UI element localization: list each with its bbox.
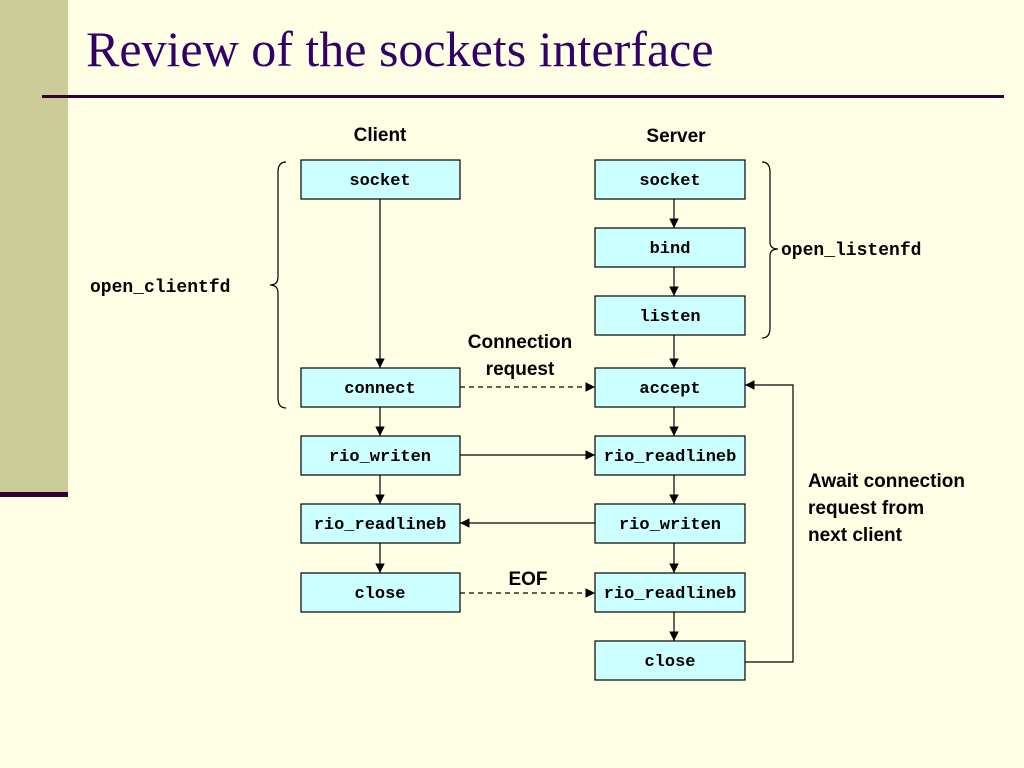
open-clientfd-label: open_clientfd	[90, 278, 230, 298]
server-accept-box: accept	[594, 367, 746, 408]
server-bind-box: bind	[594, 227, 746, 268]
client-rio-readlineb-box: rio_readlineb	[300, 503, 461, 544]
server-listen-box: listen	[594, 295, 746, 336]
server-rio-readlineb-label-2: rio_readlineb	[604, 585, 737, 604]
await-label-line2: request from	[808, 498, 924, 519]
server-rio-writen-box: rio_writen	[594, 503, 746, 544]
server-socket-box: socket	[594, 159, 746, 200]
server-rio-readlineb-box-1: rio_readlineb	[594, 435, 746, 476]
title-rule	[42, 95, 1004, 98]
side-bar-underline	[0, 492, 68, 497]
client-close-box: close	[300, 572, 461, 613]
await-label-line3: next client	[808, 525, 903, 546]
await-label-line1: Await connection	[808, 471, 965, 492]
open-listenfd-brace	[761, 161, 779, 339]
client-socket-box: socket	[300, 159, 461, 200]
server-socket-label: socket	[639, 172, 700, 191]
client-rio-writen-box: rio_writen	[300, 435, 461, 476]
server-listen-label: listen	[639, 308, 700, 327]
open-clientfd-brace	[269, 161, 287, 409]
server-rio-readlineb-label-1: rio_readlineb	[604, 448, 737, 467]
client-rio-readlineb-label: rio_readlineb	[314, 516, 447, 535]
arrow-loop-back-accept	[745, 380, 794, 663]
client-connect-box: connect	[300, 367, 461, 408]
eof-label: EOF	[508, 569, 547, 590]
page-title: Review of the sockets interface	[86, 21, 714, 77]
side-bar	[0, 0, 68, 492]
server-close-label: close	[644, 653, 695, 672]
server-rio-writen-label: rio_writen	[619, 516, 721, 535]
client-header: Client	[354, 125, 407, 146]
server-header: Server	[646, 126, 706, 147]
server-bind-label: bind	[650, 240, 691, 259]
connection-request-label-line1: Connection	[468, 332, 573, 353]
open-listenfd-label: open_listenfd	[781, 241, 921, 261]
client-connect-label: connect	[344, 380, 415, 399]
connection-request-label-line2: request	[486, 359, 555, 380]
server-close-box: close	[594, 640, 746, 681]
server-accept-label: accept	[639, 380, 700, 399]
client-socket-label: socket	[349, 172, 410, 191]
client-rio-writen-label: rio_writen	[329, 448, 431, 467]
server-rio-readlineb-box-2: rio_readlineb	[594, 572, 746, 613]
client-close-label: close	[354, 585, 405, 604]
